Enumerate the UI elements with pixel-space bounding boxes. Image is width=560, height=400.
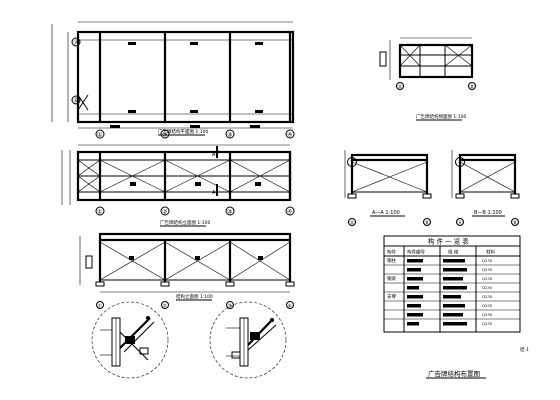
axis-label: ② [162, 209, 168, 216]
table-cell: Q235 [482, 321, 493, 326]
table-cell: Q235 [482, 258, 493, 263]
drawing-title: 广告牌结构布置图 [428, 369, 480, 378]
section-aa-title: A—A 1:100 [372, 210, 400, 216]
cut-mark: A [212, 190, 216, 196]
axis-label: ③ [227, 209, 232, 216]
axis-label: ② [163, 303, 168, 309]
axis-label: Ⓑ [74, 97, 80, 105]
table-header: 规 格 [448, 249, 459, 256]
cut-mark: A [212, 152, 216, 158]
axis-label: Ⓑ [470, 83, 475, 90]
lower-title: 结构立面图 1:100 [176, 293, 213, 300]
axis-label: ① [97, 209, 102, 216]
sheet-number: 结-1 [520, 346, 529, 353]
component-table: 构 件 一 览 表 构件 构件编号 规 格 材料 钢柱 钢梁 支撑 Q235 Q… [383, 235, 521, 333]
axis-bubble [71, 37, 81, 47]
axis-label: ① [97, 132, 102, 139]
table-cell: 钢柱 [387, 257, 396, 264]
table-cell: Q235 [482, 294, 493, 299]
table-cell: 钢梁 [387, 275, 396, 282]
table-cell: Q235 [482, 312, 493, 317]
detail-circle-2 [209, 301, 287, 379]
table-header: 构件 [387, 249, 396, 256]
table-cell: 支撑 [387, 293, 396, 300]
table-cell: Q235 [482, 285, 493, 290]
axis-label: Ⓑ [425, 219, 430, 226]
table-header: 材料 [486, 249, 495, 256]
section-bb-title: B—B 1:100 [474, 210, 502, 216]
side-view-small: Ⓐ Ⓑ 广告牌结构侧面图 1:100 [379, 37, 476, 121]
front-title: 广告牌结构立面图 1:100 [160, 219, 211, 226]
axis-label: ③ [228, 303, 232, 309]
axis-label: Ⓐ [458, 219, 463, 226]
lower-elevation: ① ② ③ ④ 结构立面图 1:100 [79, 232, 295, 309]
axis-label: Ⓑ [513, 219, 518, 226]
table-cell: Q235 [482, 276, 493, 281]
axis-label: ④ [287, 209, 292, 216]
detail-circle-1 [91, 301, 169, 379]
section-aa: Ⓐ Ⓑ A—A 1:100 [344, 150, 432, 226]
table-cell: Q235 [482, 267, 493, 272]
side-title: 广告牌结构侧面图 1:100 [416, 113, 467, 120]
plan-outline [76, 30, 295, 124]
table-header: 构件编号 [407, 249, 425, 256]
table-cell: Q235 [482, 303, 493, 308]
axis-bubble [71, 95, 81, 105]
axis-label: Ⓐ [74, 39, 80, 47]
section-bb: Ⓐ Ⓑ B—B 1:100 [451, 150, 520, 226]
axis-label: Ⓐ [398, 83, 403, 90]
axis-label: Ⓐ [350, 219, 355, 226]
plan-view: Ⓐ Ⓑ ① ② ③ ④ 广告牌结构平面图 1:100 [51, 21, 295, 139]
axis-label: ① [98, 303, 103, 309]
table-title: 构 件 一 览 表 [428, 237, 469, 246]
axis-label: ③ [227, 132, 232, 139]
front-elevation: A A ① ② ③ ④ 广告牌结构立面图 1:100 [61, 144, 295, 227]
axis-label: ④ [288, 303, 293, 309]
plan-title: 广告牌结构平面图 1:100 [158, 128, 209, 135]
axis-label: ④ [287, 132, 292, 139]
